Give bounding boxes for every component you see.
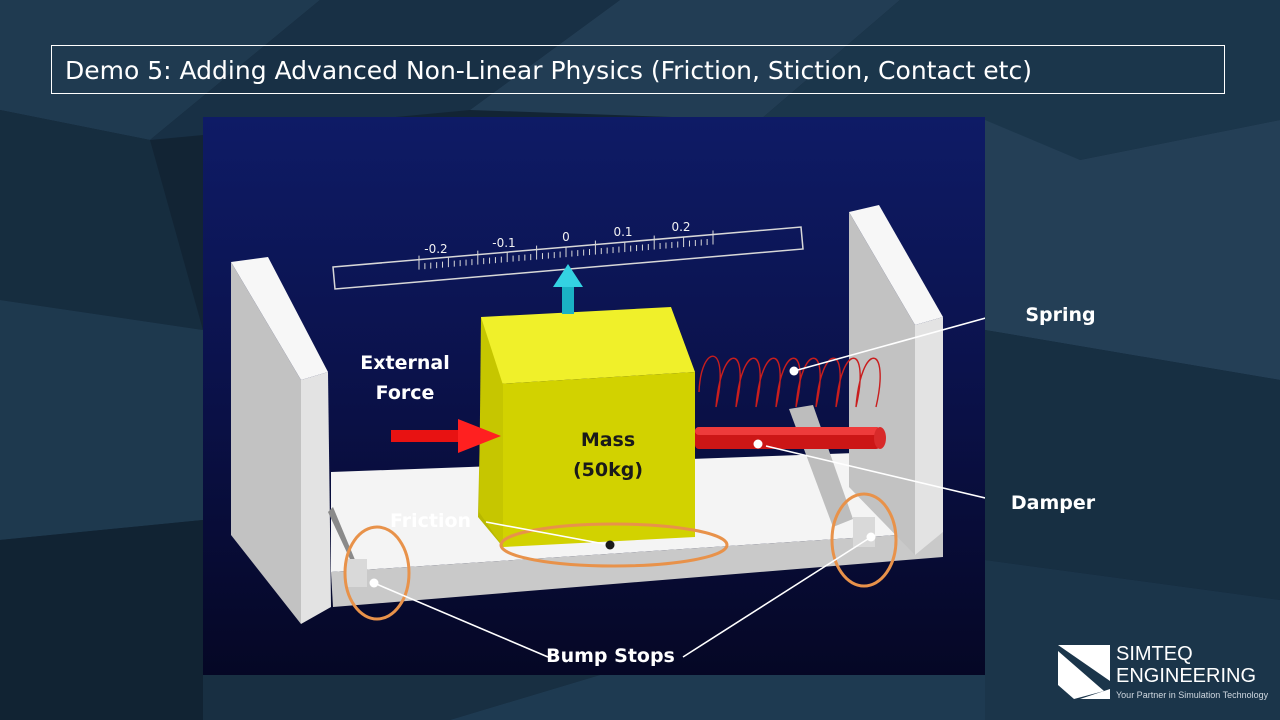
spring-marker [789,366,799,376]
damper-marker [753,439,763,449]
logo-line-1: SIMTEQ [1116,643,1193,665]
damper-label: Damper [1010,492,1096,514]
mass-label-line: Mass [580,429,636,451]
spring-label: Spring [1025,304,1096,326]
slide-title: Demo 5: Adding Advanced Non-Linear Physi… [51,45,1225,94]
external-force-arrow [391,419,501,453]
logo-line-2: ENGINEERING [1116,665,1257,687]
logo-tagline: Your Partner in Simulation Technology [1116,690,1269,700]
ruler-ticks [418,230,714,270]
friction-label: Friction [389,510,472,532]
company-logo: SIMTEQ ENGINEERING Your Partner in Simul… [1058,643,1268,703]
ruler-tick-label: 0.2 [671,220,690,234]
ruler-tick-label: 0 [562,230,570,244]
callout-leader-lines [373,317,985,658]
mass-label-line: (50kg) [572,459,644,481]
friction-highlight [499,522,729,568]
left-bump-stop-marker [369,578,379,588]
simulation-viewport: -0.2 -0.1 0 0.1 0.2 [203,117,985,675]
friction-marker [605,540,615,550]
mass-block [478,307,695,547]
ruler-tick-labels: -0.2 -0.1 0 0.1 0.2 [424,220,690,256]
right-bump-stop [853,517,875,547]
ruler-tick-label: 0.1 [613,225,632,239]
right-bump-stop-marker [866,532,876,542]
ruler-tick-label: -0.2 [424,242,447,256]
external-force-label-line: Force [375,382,435,404]
external-force-label-line: External [360,352,450,374]
mass-label: Mass (50kg) [553,425,663,485]
left-bump-stop [345,559,367,587]
simteq-logo-icon [1058,645,1110,699]
right-bump-stop-highlight [830,492,898,588]
spring-coil-path [698,355,881,408]
position-indicator-arrow [553,264,583,314]
ruler-tick-label: -0.1 [492,236,515,250]
left-bump-stop-highlight [343,525,411,621]
external-force-label: External Force [350,348,460,408]
damper-rod [695,427,886,449]
bump-stops-label: Bump Stops [546,645,675,667]
spring-coil [698,355,881,408]
position-ruler: -0.2 -0.1 0 0.1 0.2 [332,220,804,290]
